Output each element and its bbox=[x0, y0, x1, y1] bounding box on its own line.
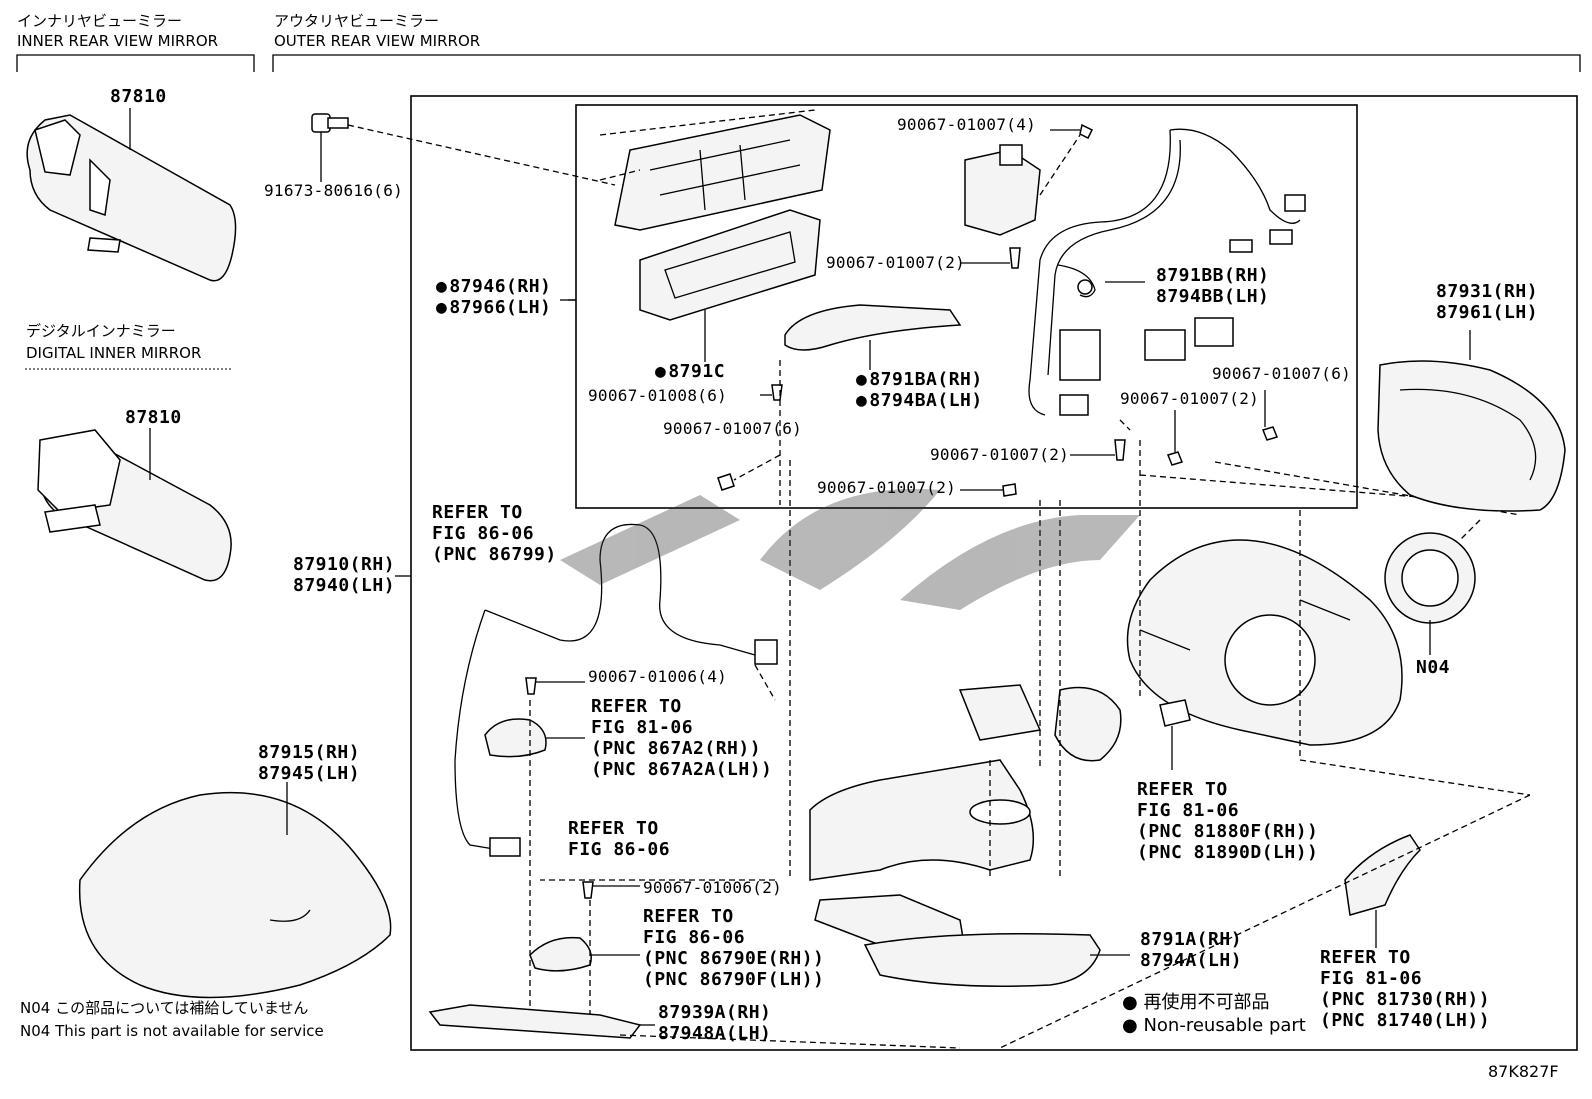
part-87939a: 87939A(RH) bbox=[658, 1002, 772, 1023]
inner-mirror-2 bbox=[37, 428, 232, 582]
outer-header-jp: アウタリヤビューミラー bbox=[274, 12, 440, 30]
bracket-8791c bbox=[599, 109, 831, 231]
inner-header-en: INNER REAR VIEW MIRROR bbox=[17, 32, 219, 50]
refer-2-line-1: REFER TO bbox=[591, 696, 682, 717]
bolt-91673 bbox=[311, 113, 616, 186]
part-90067-01007-2b: 90067-01007(2) bbox=[1120, 389, 1260, 408]
inner-header-jp: インナリヤビューミラー bbox=[17, 12, 183, 30]
motor-n04 bbox=[1384, 519, 1481, 655]
refer-block-5: REFER TO FIG 81-06 (PNC 81880F(RH)) (PNC… bbox=[1137, 779, 1318, 863]
part-8791ba: 8791BA(RH) bbox=[856, 369, 983, 390]
lower-brackets bbox=[814, 894, 1130, 987]
refer-3-line-2: FIG 86-06 bbox=[568, 839, 671, 860]
digital-header-jp: デジタルインナミラー bbox=[26, 322, 176, 340]
part-91673: 91673-80616(6) bbox=[264, 181, 404, 200]
part-87940: 87940(LH) bbox=[293, 575, 396, 596]
part-87966: 87966(LH) bbox=[436, 297, 551, 318]
lower-camera-assy bbox=[428, 677, 655, 1039]
refer-block-3: REFER TO FIG 86-06 bbox=[568, 818, 670, 860]
legend-jp: ● 再使用不可部品 bbox=[1122, 988, 1269, 1014]
camera-cable bbox=[454, 523, 778, 857]
part-87910: 87910(RH) bbox=[293, 554, 396, 575]
figure-id: 87K827F bbox=[1488, 1062, 1559, 1081]
legend-bullet-icon: ● bbox=[1122, 1015, 1138, 1036]
refer-6-line-2: FIG 81-06 bbox=[1320, 968, 1423, 989]
part-90067-01007-6a: 90067-01007(6) bbox=[663, 419, 803, 438]
turn-signal-lamp bbox=[1344, 834, 1421, 948]
digital-header-en: DIGITAL INNER MIRROR bbox=[26, 344, 202, 362]
part-90067-01006-4: 90067-01006(4) bbox=[588, 667, 728, 686]
refer-5-line-3: (PNC 81880F(RH)) bbox=[1137, 821, 1319, 842]
mirror-glass bbox=[1377, 330, 1566, 512]
refer-6-line-3: (PNC 81730(RH)) bbox=[1320, 989, 1491, 1010]
refer-6-line-1: REFER TO bbox=[1320, 947, 1411, 968]
part-87948a: 87948A(LH) bbox=[658, 1023, 772, 1044]
refer-1-line-2: FIG 86-06 bbox=[432, 523, 535, 544]
legend-en-text: Non-reusable part bbox=[1143, 1015, 1306, 1036]
outer-frame bbox=[410, 95, 1578, 1051]
part-87810-b: 87810 bbox=[125, 407, 182, 428]
part-87945: 87945(LH) bbox=[258, 763, 361, 784]
part-90067-01007-2d: 90067-01007(2) bbox=[817, 478, 957, 497]
refer-4-line-3: (PNC 86790E(RH)) bbox=[643, 948, 825, 969]
part-90067-01008: 90067-01008(6) bbox=[588, 386, 728, 405]
refer-5-line-2: FIG 81-06 bbox=[1137, 800, 1240, 821]
part-87931: 87931(RH) bbox=[1436, 281, 1539, 302]
refer-block-4: REFER TO FIG 86-06 (PNC 86790E(RH)) (PNC… bbox=[643, 906, 824, 990]
refer-4-line-2: FIG 86-06 bbox=[643, 927, 746, 948]
part-87946: 87946(RH) bbox=[436, 276, 551, 297]
refer-5-line-4: (PNC 81890D(LH)) bbox=[1137, 842, 1319, 863]
refer-4-line-4: (PNC 86790F(LH)) bbox=[643, 969, 825, 990]
bracket-87946 bbox=[568, 209, 821, 362]
inner-bracket bbox=[16, 54, 255, 72]
mirror-cover bbox=[78, 782, 392, 999]
garnish-8791ba bbox=[784, 304, 962, 370]
wire-harness bbox=[1028, 128, 1306, 416]
refer-block-2: REFER TO FIG 81-06 (PNC 867A2(RH)) (PNC … bbox=[591, 696, 772, 780]
part-90067-01007-6b: 90067-01007(6) bbox=[1212, 364, 1352, 383]
mirror-base bbox=[809, 684, 1191, 881]
refer-block-1: REFER TO FIG 86-06 (PNC 86799) bbox=[432, 502, 557, 565]
refer-1-line-3: (PNC 86799) bbox=[432, 544, 557, 565]
refer-6-line-4: (PNC 81740(LH)) bbox=[1320, 1010, 1491, 1031]
outer-bracket bbox=[272, 54, 1581, 72]
refer-2-line-3: (PNC 867A2(RH)) bbox=[591, 738, 762, 759]
note-n04-jp: N04 この部品については補給していません bbox=[20, 999, 309, 1017]
label-leaders bbox=[395, 299, 576, 577]
part-n04: N04 bbox=[1416, 657, 1451, 678]
legend-en: ● Non-reusable part bbox=[1122, 1015, 1306, 1036]
part-8794a: 8794A(LH) bbox=[1140, 950, 1243, 971]
leader-lines bbox=[540, 440, 1531, 1049]
watermark bbox=[560, 488, 1140, 610]
part-8791bb: 8791BB(RH) bbox=[1156, 265, 1270, 286]
outer-header-en: OUTER REAR VIEW MIRROR bbox=[274, 32, 481, 50]
part-87915: 87915(RH) bbox=[258, 742, 361, 763]
mirror-actuator bbox=[960, 123, 1094, 269]
refer-4-line-1: REFER TO bbox=[643, 906, 734, 927]
part-90067-01007-4: 90067-01007(4) bbox=[897, 115, 1037, 134]
part-87810-a: 87810 bbox=[110, 86, 167, 107]
part-90067-01007-2a: 90067-01007(2) bbox=[826, 253, 966, 272]
mirror-housing bbox=[1126, 539, 1403, 746]
part-90067-01006-2: 90067-01006(2) bbox=[643, 878, 783, 897]
subassembly-screws bbox=[717, 360, 1521, 516]
refer-1-line-1: REFER TO bbox=[432, 502, 523, 523]
subassembly-frame bbox=[575, 104, 1358, 509]
part-8791c: 8791C bbox=[655, 361, 725, 382]
refer-3-line-1: REFER TO bbox=[568, 818, 659, 839]
part-8791a: 8791A(RH) bbox=[1140, 929, 1243, 950]
part-90067-01007-2c: 90067-01007(2) bbox=[930, 445, 1070, 464]
part-87961: 87961(LH) bbox=[1436, 302, 1539, 323]
refer-block-6: REFER TO FIG 81-06 (PNC 81730(RH)) (PNC … bbox=[1320, 947, 1490, 1031]
legend-bullet-icon: ● bbox=[1122, 992, 1138, 1013]
refer-2-line-4: (PNC 867A2A(LH)) bbox=[591, 759, 773, 780]
legend-jp-text: 再使用不可部品 bbox=[1143, 992, 1270, 1013]
inner-mirror-1 bbox=[26, 108, 237, 282]
refer-5-line-1: REFER TO bbox=[1137, 779, 1228, 800]
refer-2-line-2: FIG 81-06 bbox=[591, 717, 694, 738]
note-n04-en: N04 This part is not available for servi… bbox=[20, 1022, 324, 1040]
part-8794bb: 8794BB(LH) bbox=[1156, 286, 1270, 307]
part-8794ba: 8794BA(LH) bbox=[856, 390, 983, 411]
